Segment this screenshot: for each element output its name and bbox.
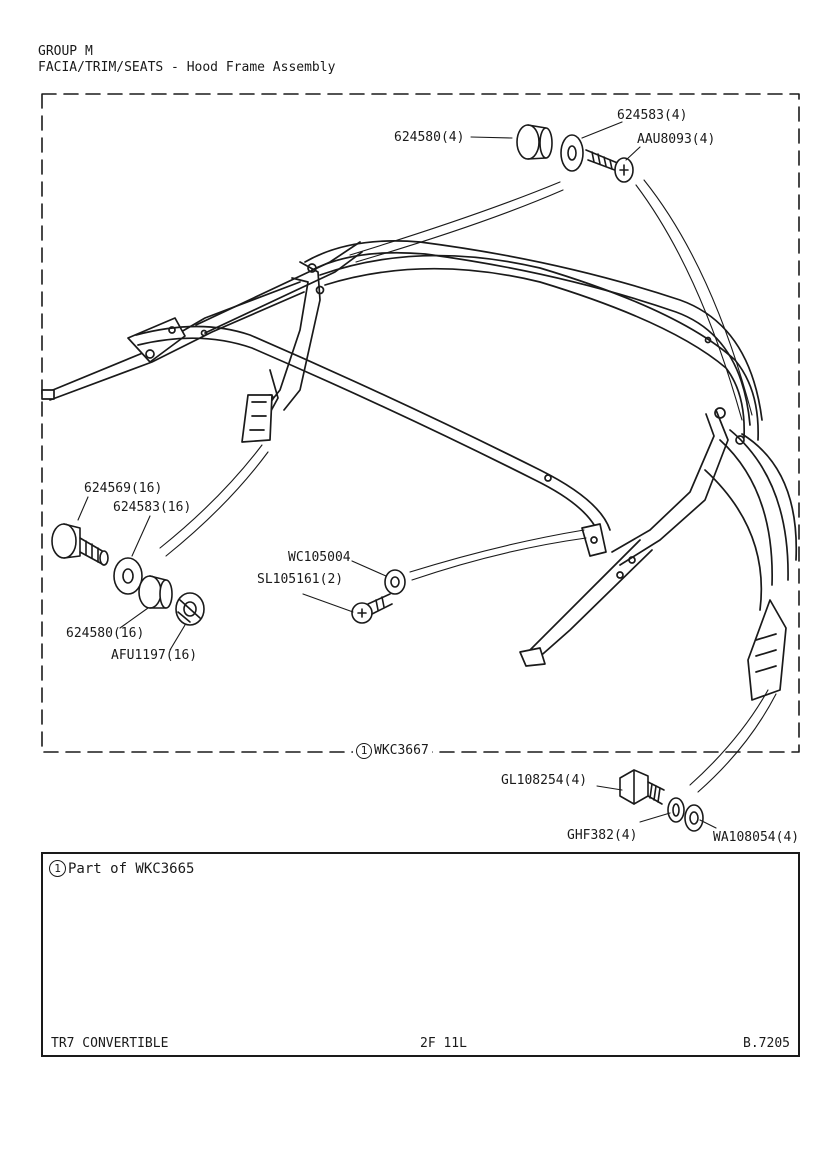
left-fittings [51,523,205,626]
note-callout-number: 1 [49,860,66,877]
group-label: GROUP M [38,44,93,59]
footer-fiche: 2F 11L [420,1036,467,1051]
footer-page: B.7205 [743,1036,790,1051]
mid-fittings [351,569,406,624]
label-mid-screw: SL105161(2) [257,572,344,587]
assembly-part-number: WKC3667 [374,743,429,758]
leader-strips [159,179,777,793]
label-top-bush: 624580(4) [394,130,465,145]
label-bottom-bolt: GL108254(4) [501,773,588,788]
note-text: Part of WKC3665 [68,861,195,877]
page-header: GROUP M FACIA/TRIM/SEATS - Hood Frame As… [38,44,335,76]
label-left-nut: AFU1197(16) [111,648,198,663]
page-title: FACIA/TRIM/SEATS - Hood Frame Assembly [38,60,336,75]
hood-frame [41,240,798,701]
leader-lines [77,121,717,829]
label-mid-washer: WC105004 [288,550,351,565]
label-top-screw: AAU8093(4) [637,132,716,147]
footer-model: TR7 CONVERTIBLE [51,1036,169,1051]
top-fittings [516,124,634,183]
label-left-washer: 624583(16) [113,500,192,515]
assembly-callout-number: 1 [356,743,372,759]
label-bottom-washer: GHF382(4) [567,828,638,843]
label-left-bolt: 624569(16) [84,481,163,496]
label-top-washer: 624583(4) [617,108,688,123]
bottom-fittings [619,769,704,832]
label-bottom-plain-washer: WA108054(4) [713,830,800,845]
label-left-bush: 624580(16) [66,626,145,641]
